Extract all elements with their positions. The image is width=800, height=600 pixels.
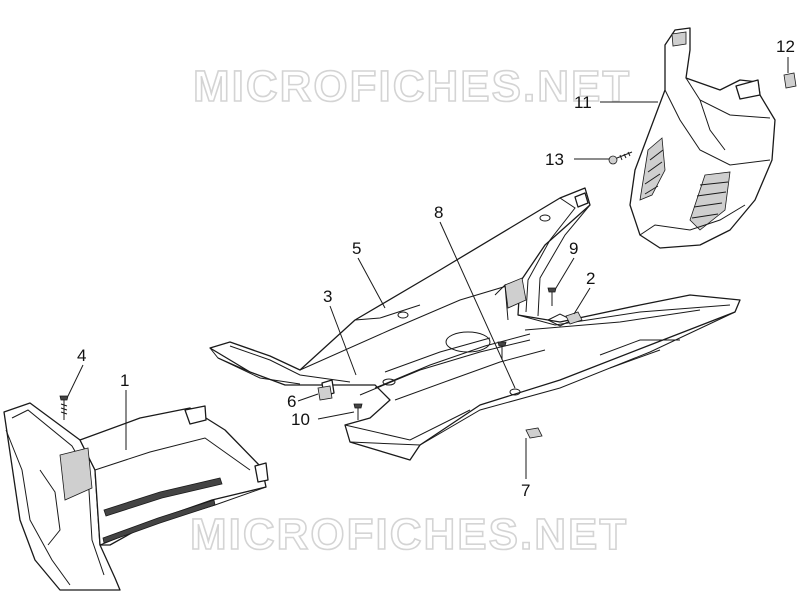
part-4-screw	[59, 395, 69, 420]
part-11-rear-cover	[629, 27, 776, 249]
callout-10: 10	[291, 410, 310, 429]
callout-6: 6	[287, 392, 296, 411]
callout-2: 2	[586, 269, 595, 288]
callout-12: 12	[776, 37, 795, 56]
part-6-clip	[317, 385, 333, 401]
callout-1: 1	[120, 371, 129, 390]
part-7-clip	[525, 427, 543, 439]
part-12-clip	[783, 72, 797, 89]
callout-4: 4	[77, 346, 86, 365]
callout-13: 13	[545, 150, 564, 169]
part-8-screw	[497, 341, 507, 360]
watermark-bottom: MICROFICHES.NET	[190, 510, 628, 559]
callout-5: 5	[352, 239, 361, 258]
callout-11: 11	[574, 93, 592, 112]
callout-3: 3	[323, 287, 332, 306]
leader-lines	[67, 57, 789, 479]
part-10-screw	[353, 403, 363, 420]
callout-7: 7	[521, 481, 530, 500]
part-5-floor-tunnel	[209, 187, 741, 461]
part-9-screw	[547, 287, 557, 306]
part-1-front-panel	[3, 402, 269, 591]
watermark-top: MICROFICHES.NET	[193, 62, 631, 111]
callout-8: 8	[434, 203, 443, 222]
callout-9: 9	[569, 239, 578, 258]
part-13-screw	[608, 151, 633, 165]
